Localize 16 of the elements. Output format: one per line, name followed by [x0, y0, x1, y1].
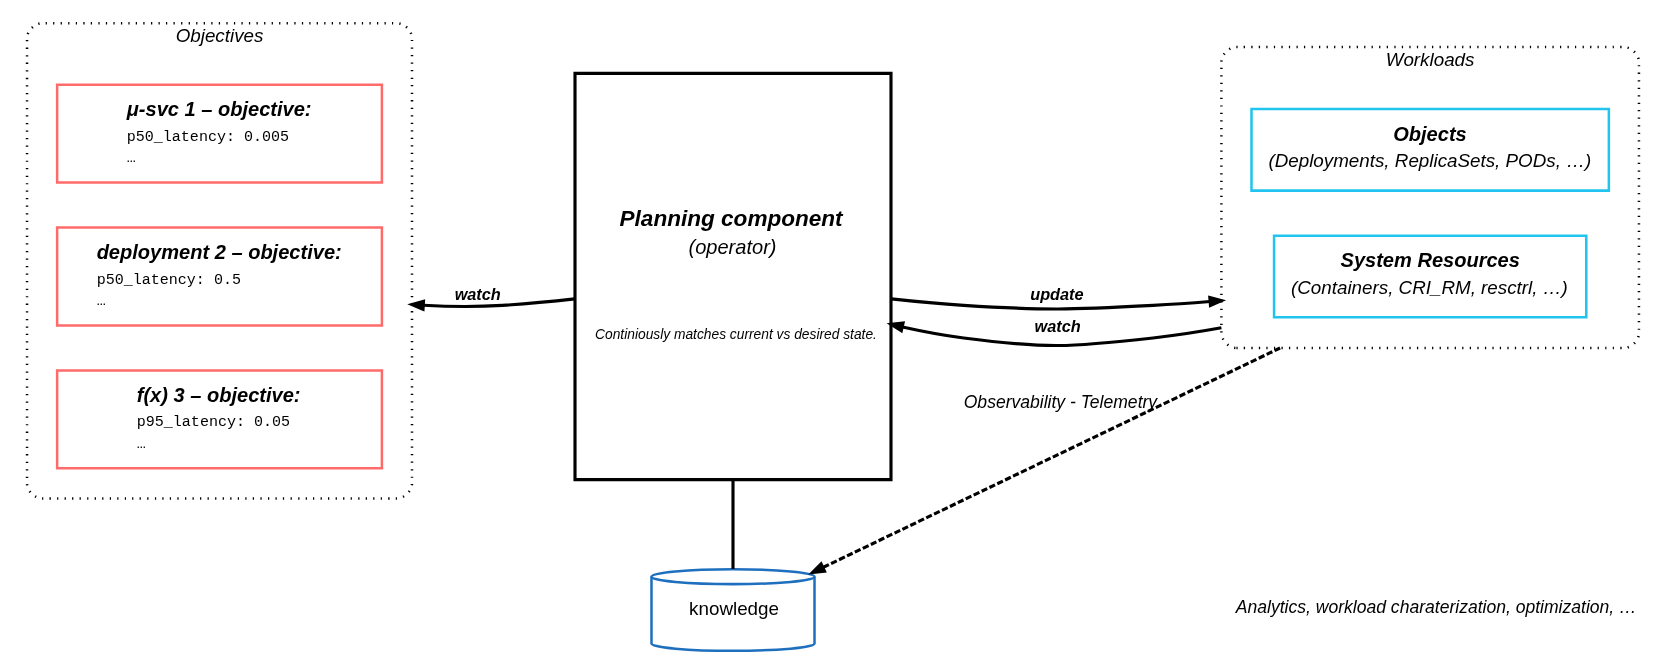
connector: [730, 479, 735, 569]
node-box: deployment 2 – objective: p50_latency: 0.5 …: [55, 226, 383, 327]
arrow: [890, 295, 1226, 311]
node-box: Planning component (operator) Continiously matches current vs desired state.: [572, 71, 893, 482]
edge-label: Observability - Telemetry: [963, 392, 1157, 413]
node-box: Objects (Deployments, ReplicaSets, PODs, …): [1249, 107, 1610, 192]
edge-label: update: [1029, 284, 1084, 303]
node-box: f(x) 3 – objective: p95_latency: 0.05 …: [55, 369, 383, 470]
arrow: [886, 321, 1222, 348]
label: Analytics, workload charaterization, optimization, …: [1235, 597, 1637, 618]
edge-label: watch: [454, 284, 501, 303]
node-box: μ-svc 1 – objective: p50_latency: 0.005 …: [55, 83, 383, 184]
node-box: System Resources (Containers, CRI_RM, resctrl, …): [1272, 234, 1588, 319]
edge-label: watch: [1034, 317, 1081, 336]
arrow: [406, 297, 575, 312]
arrow: [807, 346, 1281, 575]
